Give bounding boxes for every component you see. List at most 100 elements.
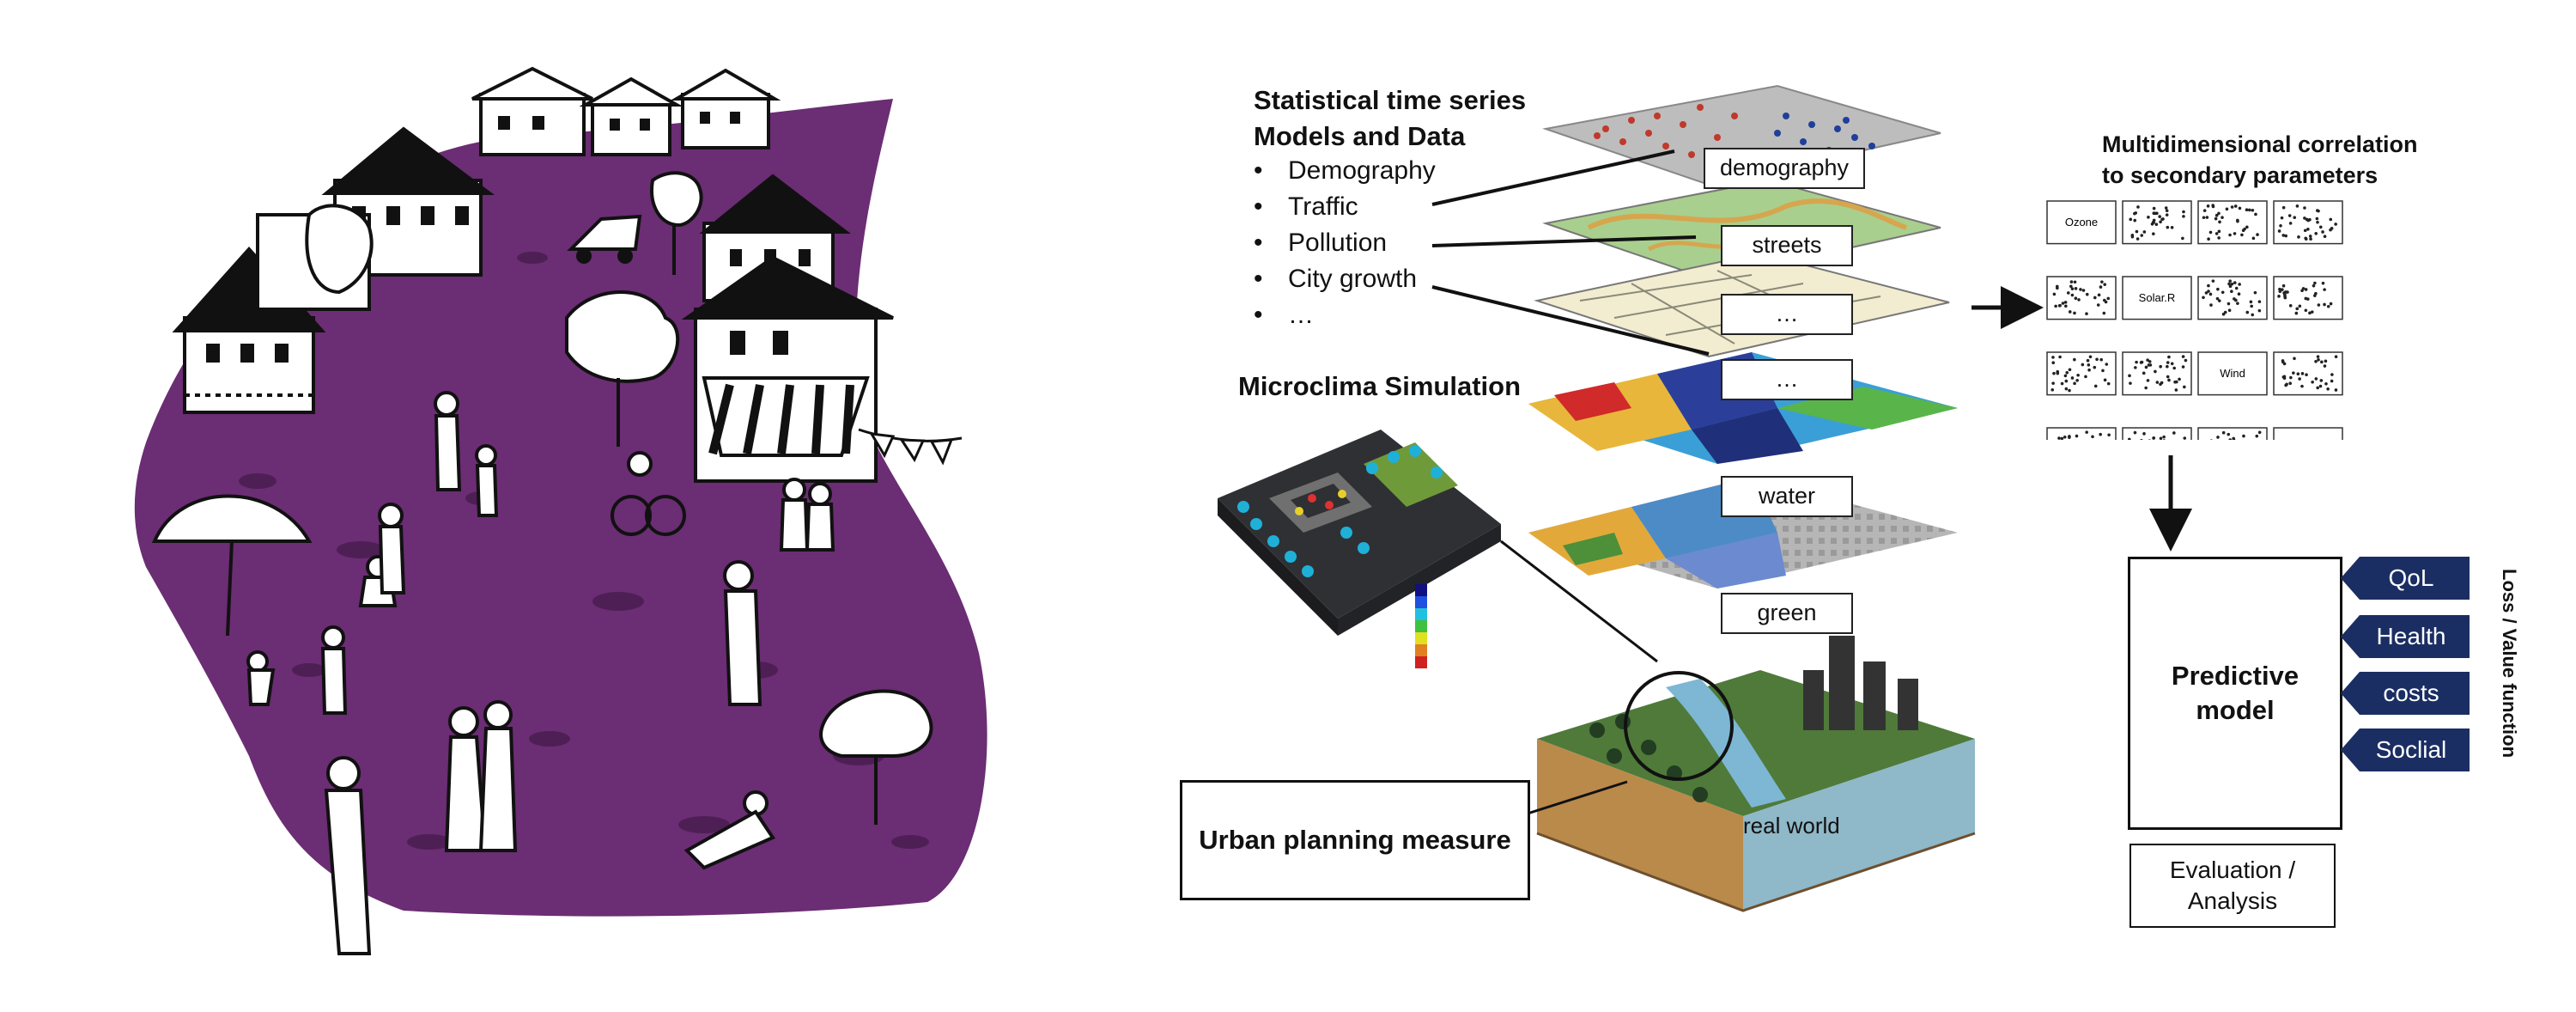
demography-dots-red <box>1594 104 1738 158</box>
scatter-point <box>2104 300 2108 304</box>
scatter-point <box>2289 375 2293 380</box>
scatter-point <box>2154 223 2159 227</box>
scatter-point <box>2178 377 2181 381</box>
scatter-point <box>2245 225 2249 229</box>
scatter-point <box>2154 211 2157 216</box>
scatter-point <box>2170 362 2174 366</box>
scatter-point <box>2323 302 2326 307</box>
person-standing <box>723 560 762 706</box>
scatter-point <box>2238 283 2241 286</box>
loss-value-function-label: Loss / Value function <box>2499 569 2520 759</box>
scatter-point <box>2334 223 2337 226</box>
scatter-point <box>2324 359 2328 363</box>
scatter-point <box>2221 430 2226 435</box>
scatter-point <box>2304 308 2308 313</box>
scatter-point <box>2324 381 2328 386</box>
scatter-point <box>2088 355 2093 359</box>
scatter-point <box>2254 212 2257 216</box>
scatter-point <box>2250 304 2253 308</box>
scatter-point <box>2230 290 2233 294</box>
person-with-stroller <box>378 503 406 594</box>
scatter-point <box>2106 381 2111 386</box>
statistics-item-ellipsis: … <box>1254 297 1436 333</box>
scatter-point <box>2227 432 2231 436</box>
scatter-point <box>2205 216 2209 219</box>
scatter-point <box>2096 303 2100 307</box>
scatter-point <box>2133 218 2137 223</box>
scatter-point <box>2280 216 2284 220</box>
predictive-model-line2: model <box>2196 695 2275 725</box>
evaluation-line1: Evaluation / <box>2169 857 2296 883</box>
scatter-point <box>2093 296 2097 300</box>
scatter-point <box>2183 385 2186 389</box>
scatter-point <box>2166 375 2170 379</box>
scatter-point <box>2052 371 2056 375</box>
scatter-point <box>2140 234 2144 237</box>
scatter-point <box>2208 230 2213 235</box>
scatter-point <box>2134 366 2137 369</box>
scatter-point <box>2247 208 2251 212</box>
scatter-point <box>2070 287 2075 290</box>
scatter-point <box>2172 431 2176 435</box>
scatter-point <box>2217 236 2221 240</box>
scatter-point <box>2060 381 2064 386</box>
scatter-point <box>2210 439 2213 440</box>
scatter-point <box>2073 357 2076 362</box>
scatter-point <box>2236 219 2239 223</box>
scatter-point <box>2074 296 2078 300</box>
microclimate-simulation-image <box>1209 404 1510 679</box>
umbrella <box>151 494 313 637</box>
scatter-point <box>2063 301 2068 304</box>
scatter-point <box>2251 208 2255 212</box>
scatter-point <box>2310 310 2314 314</box>
link-microclima <box>1500 540 1658 663</box>
scatter-point <box>2321 281 2325 285</box>
scatter-point <box>2207 290 2210 293</box>
scatter-point <box>2100 280 2104 283</box>
evaluation-line2: Analysis <box>2187 887 2278 914</box>
scatter-point <box>2136 205 2140 209</box>
scatter-point <box>2134 211 2138 215</box>
scatter-point <box>2217 211 2221 216</box>
scatter-cell <box>2273 427 2343 440</box>
scatter-point <box>2255 434 2259 438</box>
scatter-point <box>2215 213 2219 217</box>
scatter-point <box>2106 296 2111 301</box>
statistics-item-city-growth: City growth <box>1254 261 1436 297</box>
scatter-point <box>2159 436 2163 440</box>
scatter-point <box>2221 216 2224 219</box>
scatter-point <box>2129 381 2132 385</box>
scatter-point <box>2215 232 2219 235</box>
link-urban-planning <box>1524 780 1628 816</box>
scatter-point <box>2209 303 2213 307</box>
scatter-point <box>2334 355 2338 359</box>
scatter-point <box>2056 286 2059 290</box>
scatter-point <box>2228 233 2232 237</box>
scatter-point <box>2318 384 2323 388</box>
scatter-point <box>2158 215 2161 218</box>
scatter-point <box>2142 230 2147 234</box>
scatter-point <box>2326 304 2330 308</box>
scatter-point <box>2183 436 2187 440</box>
scatter-point <box>2129 217 2133 222</box>
scatter-point <box>2326 387 2330 391</box>
scatter-point <box>2314 359 2318 363</box>
scatter-point <box>2087 363 2091 367</box>
scatter-point <box>2147 363 2151 367</box>
scatter-point <box>2140 360 2144 364</box>
scatter-point <box>2221 312 2226 316</box>
correlation-title: Multidimensional correlation to secondar… <box>2102 129 2418 191</box>
scatter-cell <box>2122 200 2192 245</box>
scatter-point <box>2181 365 2185 369</box>
correlation-title-line2: to secondary parameters <box>2102 162 2379 188</box>
person-sitting-2 <box>805 482 835 552</box>
link-pollution <box>1431 235 1697 247</box>
scatter-point <box>2228 438 2233 440</box>
scatter-point <box>2085 292 2089 296</box>
layer-label-real-world: real world <box>1743 813 1840 838</box>
scatter-point <box>2069 280 2074 283</box>
scatter-point <box>2281 359 2285 363</box>
scatter-point <box>2162 439 2166 440</box>
scatter-point <box>2093 384 2098 388</box>
